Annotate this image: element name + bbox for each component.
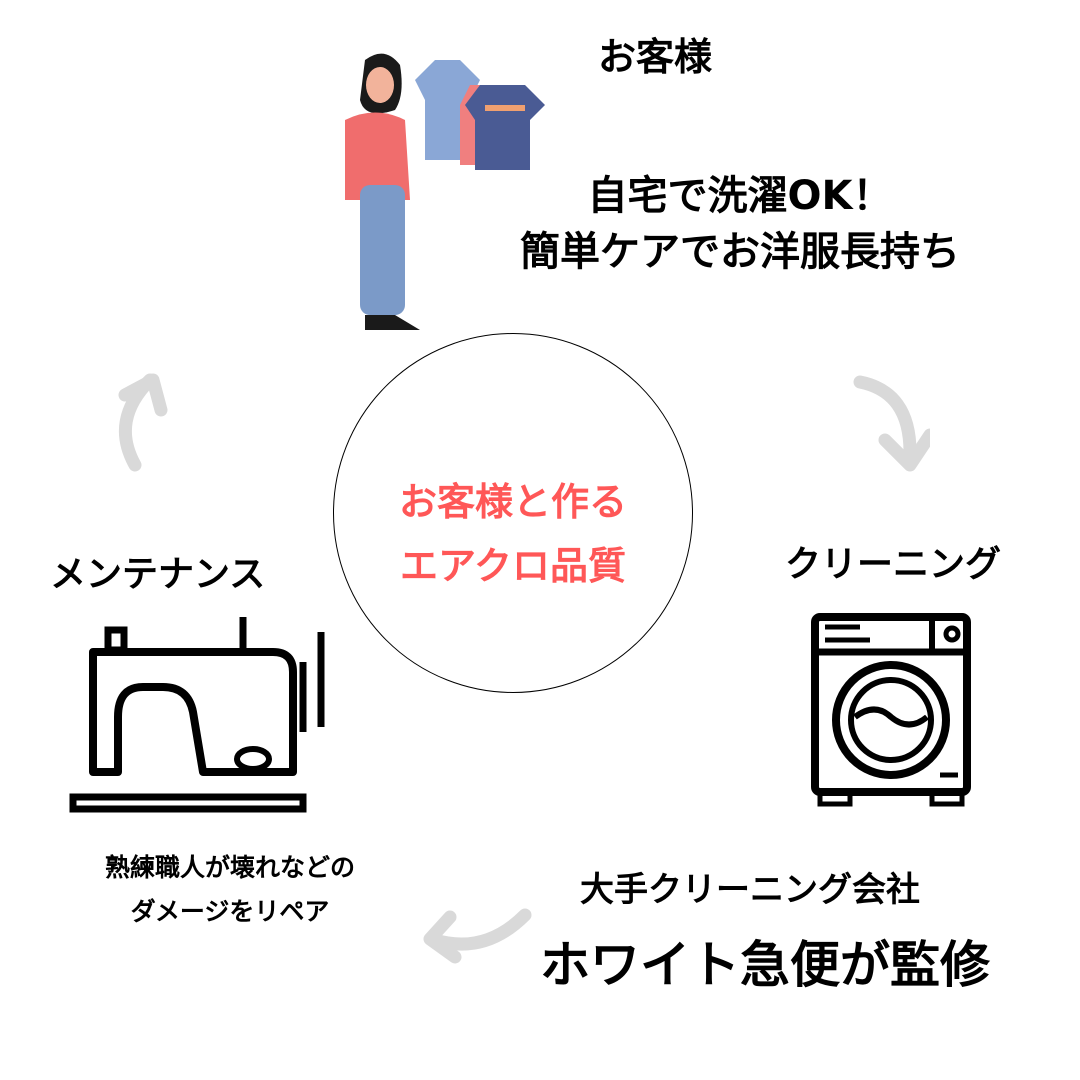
maintenance-desc-line1: 熟練職人が壊れなどの <box>104 853 355 882</box>
customer-desc-line2: 簡単ケアでお洋服長持ち <box>520 229 960 275</box>
maintenance-label: メンテナンス <box>50 554 266 595</box>
arrow-left-icon <box>423 908 532 964</box>
center-title-line2: エアクロ品質 <box>399 544 627 588</box>
arrow-up-icon <box>118 373 168 472</box>
sewing-machine-icon <box>69 617 325 813</box>
company-title: ホワイト急便が監修 <box>540 936 990 994</box>
woman-with-clothes-illustration <box>345 53 545 330</box>
customer-label: お客様 <box>598 35 713 79</box>
arrow-right-down-icon <box>853 375 930 472</box>
cleaning-label: クリーニング <box>785 544 1002 585</box>
customer-description: 自宅で洗濯OK！ 簡単ケアでお洋服長持ち <box>470 168 1010 280</box>
maintenance-description: 熟練職人が壊れなどの ダメージをリペア <box>50 846 410 934</box>
center-title: お客様と作る エアクロ品質 <box>333 470 693 598</box>
center-circle <box>333 333 693 693</box>
maintenance-desc-line2: ダメージをリペア <box>130 897 330 926</box>
center-title-line1: お客様と作る <box>398 480 627 524</box>
company-subtitle: 大手クリーニング会社 <box>580 870 920 910</box>
customer-desc-line1: 自宅で洗濯OK！ <box>587 173 893 219</box>
washing-machine-icon <box>811 613 971 807</box>
